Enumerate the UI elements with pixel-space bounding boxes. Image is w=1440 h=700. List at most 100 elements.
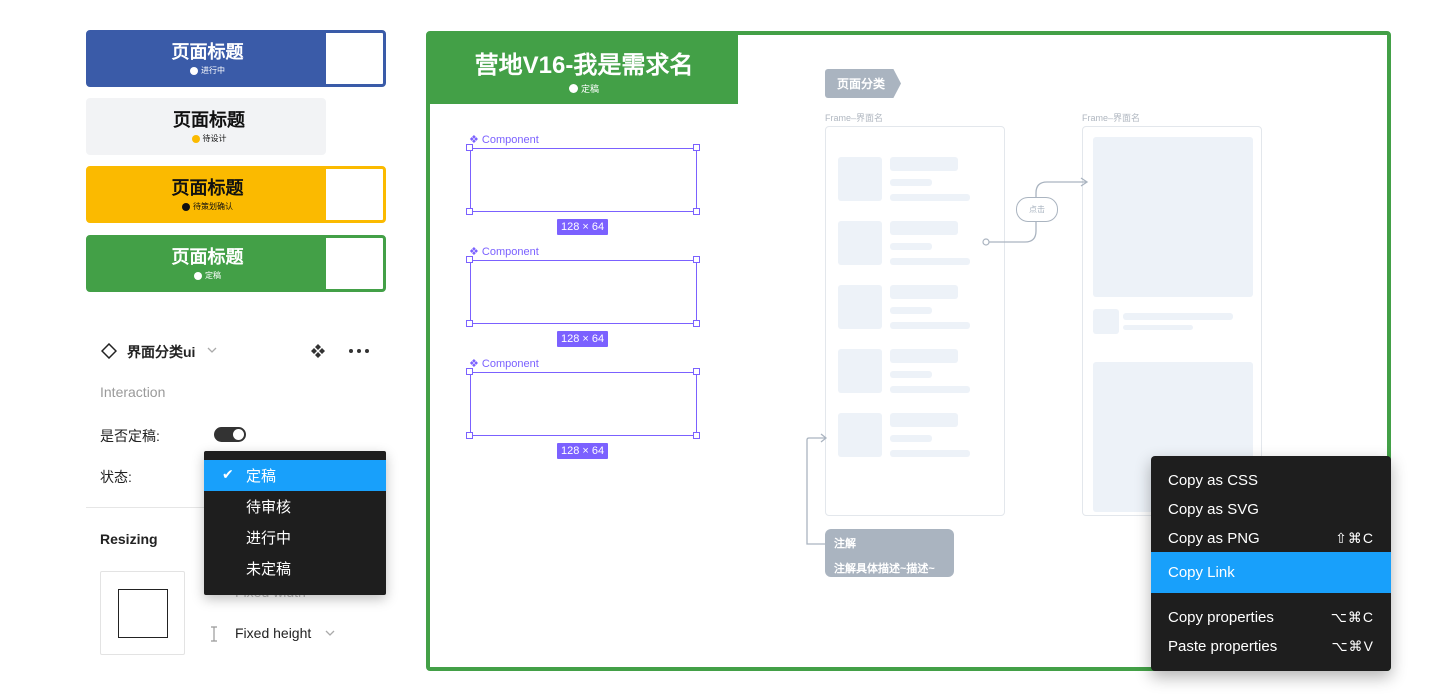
status-badge: 待策划确认 [182, 201, 233, 212]
image-placeholder [838, 413, 882, 457]
component-placeholder[interactable] [470, 148, 697, 212]
card-title: 页面标题 [171, 247, 244, 267]
frame-name-label: Frame–界面名 [825, 113, 884, 123]
menu-item-paste-properties[interactable]: Paste properties ⌥⌘V [1151, 632, 1391, 661]
status-card-finalized[interactable]: 页面标题 定稿 [86, 235, 386, 292]
status-text: 待设计 [202, 134, 227, 143]
status-dropdown[interactable]: ✔ 定稿 待审核 进行中 未定稿 [204, 451, 386, 595]
resize-handle[interactable] [466, 432, 473, 439]
option-label: 定稿 [246, 468, 277, 485]
resize-handle[interactable] [693, 208, 700, 215]
card-preview [326, 238, 383, 289]
text-placeholder [890, 179, 932, 186]
fixed-height-option[interactable]: Fixed height [235, 625, 312, 641]
note-title: 注解 [834, 538, 856, 550]
card-title: 页面标题 [171, 178, 244, 198]
image-placeholder [838, 157, 882, 201]
option-label: 进行中 [246, 530, 292, 547]
menu-item-label: Copy as CSS [1168, 472, 1259, 489]
toggle-knob [233, 429, 244, 440]
menu-item-shortcut: ⌥⌘C [1330, 609, 1374, 625]
dropdown-option-not-finalized[interactable]: 未定稿 [204, 553, 386, 584]
resize-handle[interactable] [466, 208, 473, 215]
text-placeholder [890, 258, 970, 265]
check-circle-icon [568, 83, 578, 93]
resize-handle[interactable] [693, 320, 700, 327]
text-placeholder [890, 349, 958, 363]
dot-icon [182, 202, 190, 211]
wireframe-screen[interactable] [825, 126, 1005, 516]
text-placeholder [890, 285, 958, 299]
resizing-preview [100, 571, 185, 655]
dropdown-option-finalized[interactable]: ✔ 定稿 [204, 460, 386, 491]
component-label: ❖ Component [469, 358, 539, 370]
image-placeholder [838, 221, 882, 265]
annotation-note[interactable]: 注解 注解具体描述~描述~ [825, 529, 954, 577]
text-placeholder [890, 371, 932, 378]
menu-item-copy-css[interactable]: Copy as CSS [1151, 466, 1391, 495]
card-title: 页面标题 [171, 42, 244, 62]
frame-name-label: Frame–界面名 [1082, 113, 1141, 123]
resize-handle[interactable] [693, 144, 700, 151]
resize-handle[interactable] [466, 144, 473, 151]
check-icon: ✔ [222, 466, 234, 482]
menu-item-copy-link[interactable]: Copy Link [1151, 552, 1391, 593]
status-text: 进行中 [201, 66, 225, 75]
text-placeholder [890, 194, 970, 201]
height-resize-icon [211, 626, 217, 642]
status-card-to-design[interactable]: 页面标题 待设计 [86, 98, 326, 155]
resize-handle[interactable] [693, 432, 700, 439]
more-icon[interactable] [348, 348, 370, 354]
menu-item-copy-properties[interactable]: Copy properties ⌥⌘C [1151, 603, 1391, 632]
note-body: 注解具体描述~描述~ [834, 563, 935, 575]
component-placeholder[interactable] [470, 260, 697, 324]
menu-item-label: Paste properties [1168, 638, 1278, 655]
chevron-down-icon[interactable] [325, 630, 335, 638]
text-placeholder [890, 322, 970, 329]
text-placeholder [890, 413, 958, 427]
dropdown-option-in-progress[interactable]: 进行中 [204, 522, 386, 553]
text-placeholder [1123, 313, 1233, 320]
check-circle-icon [194, 271, 202, 280]
resize-handle[interactable] [693, 256, 700, 263]
section-interaction: Interaction [100, 384, 166, 400]
component-name[interactable]: 界面分类ui [127, 344, 196, 360]
frame-status-text: 定稿 [580, 83, 599, 94]
option-label: 未定稿 [246, 561, 292, 578]
frame-title: 营地V16-我是需求名 [474, 51, 694, 79]
size-badge: 128 × 64 [557, 331, 609, 347]
resize-handle[interactable] [466, 320, 473, 327]
component-label: ❖ Component [469, 134, 539, 146]
text-placeholder [890, 307, 932, 314]
menu-item-label: Copy Link [1168, 564, 1235, 581]
menu-item-label: Copy as SVG [1168, 501, 1259, 518]
menu-item-label: Copy properties [1168, 609, 1274, 626]
click-interaction-label[interactable]: 点击 [1016, 197, 1058, 222]
context-menu[interactable]: Copy as CSS Copy as SVG Copy as PNG ⇧⌘C … [1151, 456, 1391, 671]
status-card-planning-confirm[interactable]: 页面标题 待策划确认 [86, 166, 386, 223]
menu-item-copy-svg[interactable]: Copy as SVG [1151, 495, 1391, 524]
card-preview [326, 169, 383, 220]
flow-connectors [806, 177, 1089, 545]
card-title: 页面标题 [173, 110, 245, 130]
component-icon[interactable] [310, 343, 326, 359]
resizing-box [118, 589, 168, 638]
resize-handle[interactable] [693, 368, 700, 375]
page-category-tag[interactable]: 页面分类 [825, 69, 901, 98]
status-card-in-progress[interactable]: 页面标题 进行中 [86, 30, 386, 87]
wireframe-screen[interactable] [1082, 126, 1262, 516]
finalized-label: 是否定稿: [100, 428, 160, 444]
component-instance-icon [101, 343, 117, 359]
component-label: ❖ Component [469, 246, 539, 258]
resize-handle[interactable] [466, 256, 473, 263]
chevron-down-icon[interactable] [207, 347, 217, 355]
component-placeholder[interactable] [470, 372, 697, 436]
finalized-toggle[interactable] [214, 427, 246, 442]
resize-handle[interactable] [466, 368, 473, 375]
clock-icon [190, 66, 198, 75]
dropdown-option-pending-review[interactable]: 待审核 [204, 491, 386, 522]
image-placeholder [838, 349, 882, 393]
text-placeholder [890, 386, 970, 393]
avatar-placeholder [1093, 309, 1119, 334]
menu-item-copy-png[interactable]: Copy as PNG ⇧⌘C [1151, 524, 1391, 553]
